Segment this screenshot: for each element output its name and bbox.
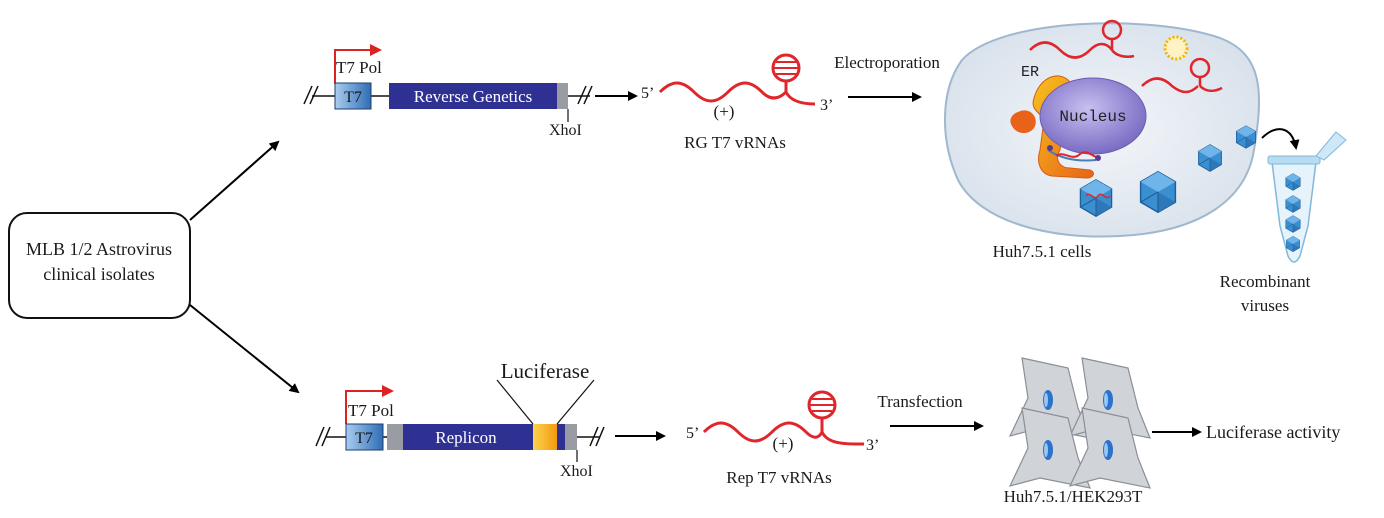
bottom-construct: T7 Pol T7 Replicon XhoI Luciferase (315, 359, 605, 480)
luciferase-label: Luciferase (501, 359, 590, 383)
bottom-rna-strand-sign: (+) (773, 434, 794, 453)
cell-caption: Huh7.5.1 cells (993, 242, 1092, 261)
top-rna-caption: RG T7 vRNAs (684, 133, 786, 152)
svg-text:3’: 3’ (866, 437, 879, 454)
hek-cells-icon: Huh7.5.1/HEK293T (1004, 357, 1151, 506)
top-xhoi-label: XhoI (549, 122, 582, 139)
vesicle-icon (1163, 35, 1189, 61)
bottom-rna: 5’ 3’ (+) Rep T7 vRNAs (686, 390, 879, 487)
svg-text:Reverse Genetics: Reverse Genetics (414, 87, 532, 106)
nucleus-label: Nucleus (1059, 108, 1126, 126)
svg-text:3’: 3’ (820, 97, 833, 114)
t7-promoter-arrow (334, 44, 382, 84)
top-promoter-label: T7 Pol (336, 58, 382, 77)
svg-text:5’: 5’ (641, 85, 654, 102)
readout-label: Luciferase activity (1206, 422, 1340, 442)
break-mark-left (303, 85, 313, 105)
bottom-gene-box (403, 424, 533, 450)
t7-promoter-arrow-bottom (345, 385, 394, 424)
nucleus (1039, 77, 1147, 155)
source-box-line1: MLB 1/2 Astrovirus (26, 239, 172, 259)
source-box-line2: clinical isolates (43, 264, 154, 284)
top-rna: 5’ 3’ (+) RG T7 vRNAs (641, 53, 833, 152)
svg-text:5’: 5’ (686, 425, 699, 442)
top-t7-box (334, 82, 372, 110)
svg-text:T7: T7 (344, 89, 362, 106)
tube-caption-line1: Recombinant (1220, 272, 1311, 291)
top-terminal-box (557, 83, 568, 109)
cell-rna-1 (1029, 41, 1113, 59)
break-mark-right (577, 85, 587, 105)
er-label: ER (1021, 64, 1039, 81)
top-rna-strand (658, 80, 788, 103)
tube-caption-line2: viruses (1241, 296, 1289, 315)
luciferase-box (533, 424, 557, 450)
bottom-rna-caption: Rep T7 vRNAs (726, 468, 831, 487)
top-rna-strand-sign: (+) (714, 102, 735, 121)
cell-rna-2 (1141, 77, 1199, 94)
svg-text:Replicon: Replicon (435, 428, 497, 447)
branch-arrow-top (189, 140, 280, 221)
bottom-rna-strand (702, 418, 824, 443)
bottom-promoter-label: T7 Pol (348, 401, 394, 420)
transfection-label: Transfection (877, 392, 963, 411)
electroporation-label: Electroporation (834, 53, 940, 72)
source-box: MLB 1/2 Astrovirus clinical isolates (8, 212, 191, 319)
top-construct: T7 Pol T7 Reverse Genetics XhoI (303, 44, 593, 139)
huh-cell: ER Nucleus Huh7.5.1 cells (944, 19, 1260, 261)
cells-bottom-caption: Huh7.5.1/HEK293T (1004, 487, 1143, 506)
bottom-t7-box (345, 423, 384, 451)
top-gene-box (389, 83, 557, 109)
recombinant-tube-icon: Recombinant viruses (1220, 131, 1347, 315)
branch-arrow-bottom (189, 304, 300, 394)
arrow-to-tube (1261, 128, 1300, 150)
bottom-xhoi-label: XhoI (560, 463, 593, 480)
svg-text:T7: T7 (355, 430, 373, 447)
